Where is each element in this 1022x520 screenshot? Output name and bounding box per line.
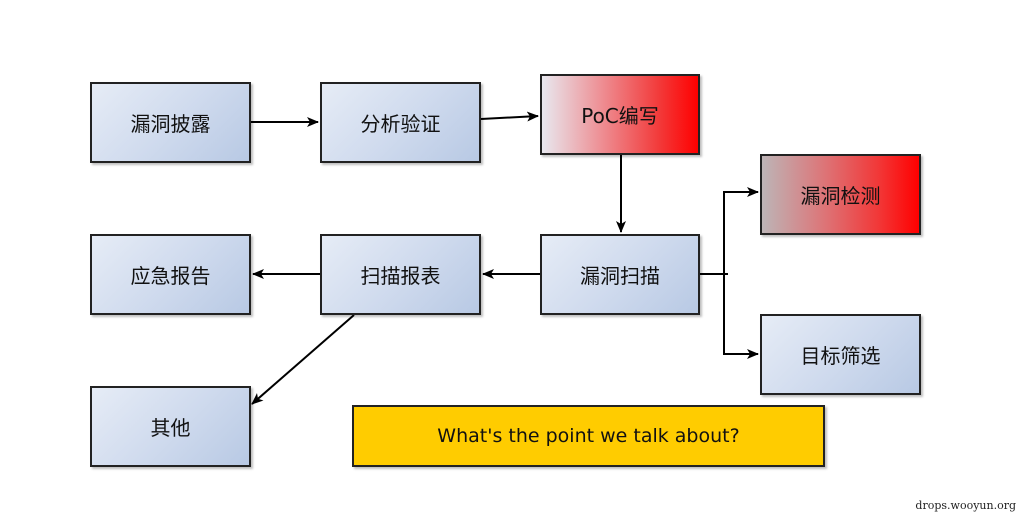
edge-analysis-to-poc (480, 111, 539, 122)
node-label: 应急报告 (130, 264, 211, 288)
node-label: 漏洞扫描 (580, 264, 660, 288)
node-label: 分析验证 (360, 112, 441, 136)
node-vuln-detection: 漏洞检测 (760, 154, 921, 235)
node-analysis-verify: 分析验证 (320, 82, 481, 163)
node-label: PoC编写 (581, 104, 659, 128)
node-vuln-scan: 漏洞扫描 (540, 234, 700, 315)
edge-report-to-other (251, 314, 355, 405)
watermark: drops.wooyun.org (915, 499, 1016, 512)
node-target-filter: 目标筛选 (760, 314, 921, 395)
edge-scan-to-detect (723, 187, 759, 274)
node-label: 漏洞检测 (800, 184, 881, 208)
node-poc-writing: PoC编写 (540, 74, 700, 155)
edge-scan-to-filter (723, 274, 759, 359)
node-label: 其他 (150, 416, 191, 440)
node-vuln-disclosure: 漏洞披露 (90, 82, 251, 163)
node-label: 目标筛选 (800, 344, 881, 368)
banner-label: What's the point we talk about? (437, 425, 740, 447)
node-emergency-report: 应急报告 (90, 234, 251, 315)
node-scan-report: 扫描报表 (320, 234, 481, 315)
node-label: 漏洞披露 (130, 112, 211, 136)
question-banner: What's the point we talk about? (352, 405, 825, 467)
node-label: 扫描报表 (360, 264, 441, 288)
node-other: 其他 (90, 386, 251, 467)
